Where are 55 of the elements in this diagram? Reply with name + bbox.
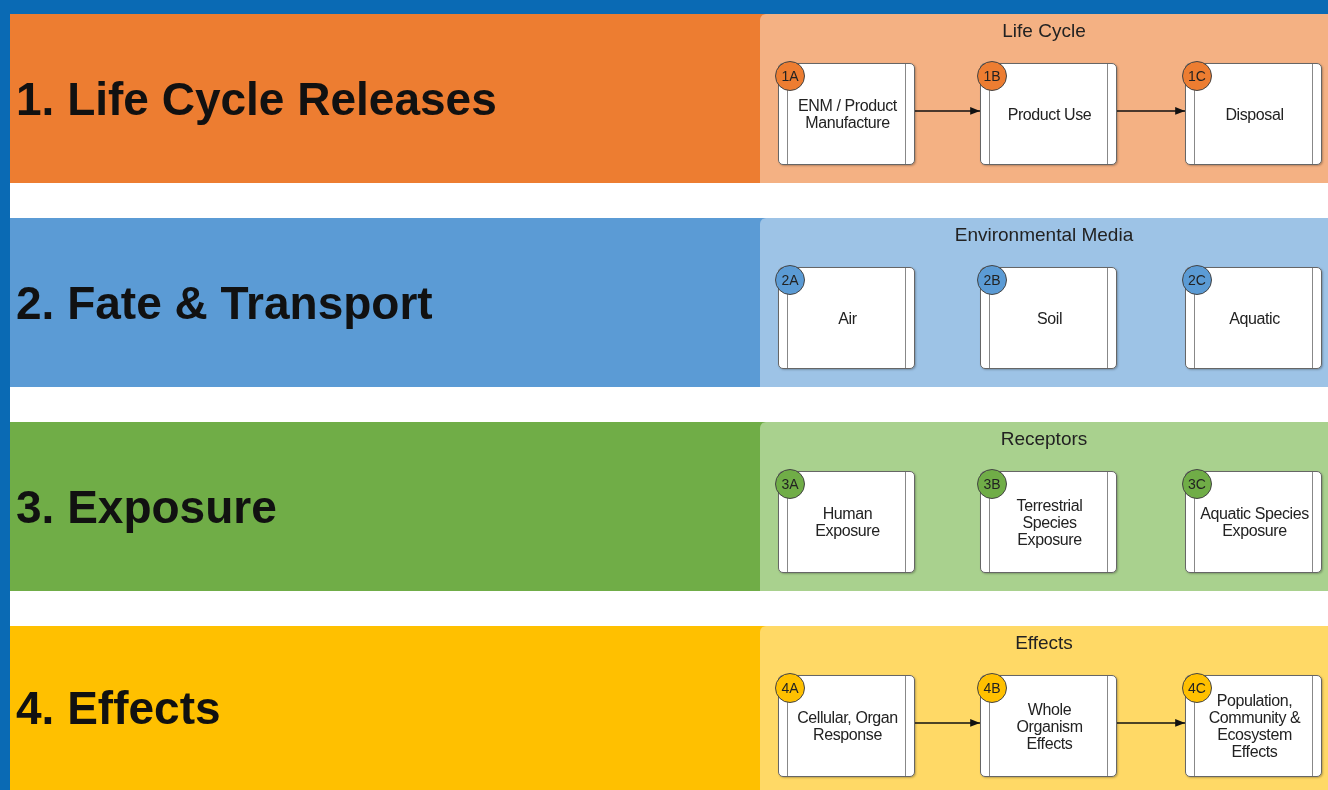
process-box	[1185, 267, 1322, 369]
process-box	[980, 675, 1117, 777]
process-box	[1185, 63, 1322, 165]
process-box	[980, 63, 1117, 165]
stage-title: 4. Effects	[16, 681, 221, 735]
step-badge: 1C	[1182, 61, 1212, 91]
step-badge: 1B	[977, 61, 1007, 91]
box-label: Product Use	[1006, 105, 1093, 123]
step-badge: 3B	[977, 469, 1007, 499]
box-label: Whole Organism Effects	[1015, 700, 1084, 752]
process-box	[778, 675, 915, 777]
process-box	[980, 267, 1117, 369]
step-badge: 3C	[1182, 469, 1212, 499]
process-box	[778, 471, 915, 573]
arrow	[1116, 107, 1186, 115]
step-badge: 2A	[775, 265, 805, 295]
stage-title: 3. Exposure	[16, 479, 277, 534]
group-panel	[760, 218, 1328, 387]
box-label: Aquatic Species Exposure	[1200, 505, 1309, 539]
step-badge: 2C	[1182, 265, 1212, 295]
step-badge: 4A	[775, 673, 805, 703]
box-label: Air	[837, 309, 858, 327]
group-panel	[760, 422, 1328, 591]
stage-title: 1. Life Cycle Releases	[16, 71, 497, 126]
box-label: Soil	[1035, 309, 1064, 327]
process-box	[778, 267, 915, 369]
group-panel	[760, 626, 1328, 790]
process-box	[1185, 471, 1322, 573]
step-badge: 4B	[977, 673, 1007, 703]
box-label: Terrestrial Species Exposure	[1015, 496, 1084, 548]
stage-title: 2. Fate & Transport	[16, 275, 433, 330]
box-label: ENM / Product Manufacture	[797, 97, 898, 131]
arrow	[914, 107, 981, 115]
box-label: Human Exposure	[814, 505, 881, 539]
process-box	[1185, 675, 1322, 777]
panel-heading: Life Cycle	[1001, 20, 1087, 42]
process-box	[778, 63, 915, 165]
process-box	[980, 471, 1117, 573]
stage-band	[10, 14, 1328, 183]
box-label: Aquatic	[1228, 309, 1281, 327]
stage-band	[10, 422, 1328, 591]
panel-heading: Effects	[1014, 632, 1074, 654]
stage-band	[10, 218, 1328, 387]
box-label: Disposal	[1224, 105, 1285, 123]
panel-heading: Environmental Media	[953, 224, 1135, 246]
stage-band	[10, 626, 1328, 790]
panel-heading: Receptors	[999, 428, 1089, 450]
arrow	[914, 719, 981, 727]
box-label: Cellular, Organ Response	[796, 709, 899, 743]
group-panel	[760, 14, 1328, 183]
step-badge: 2B	[977, 265, 1007, 295]
step-badge: 3A	[775, 469, 805, 499]
arrow	[1116, 719, 1186, 727]
step-badge: 4C	[1182, 673, 1212, 703]
step-badge: 1A	[775, 61, 805, 91]
